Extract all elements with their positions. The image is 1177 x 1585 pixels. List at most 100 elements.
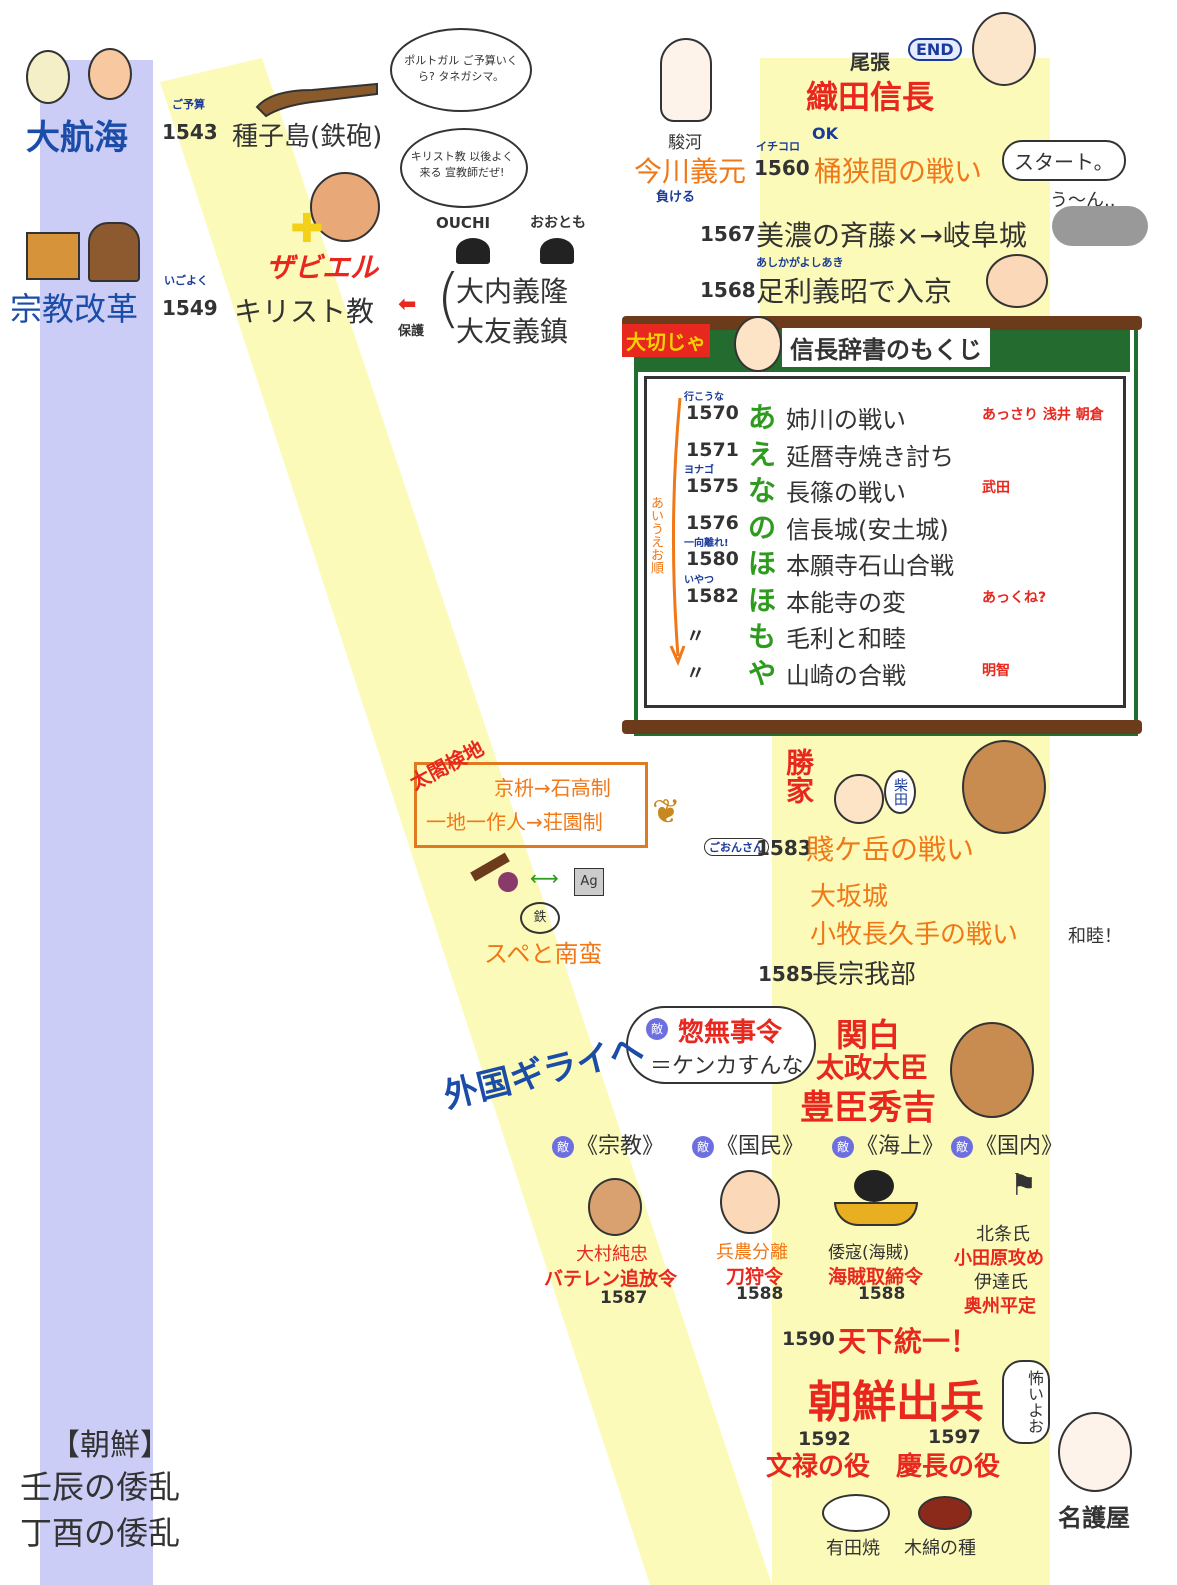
index-kana: ほ [748, 583, 777, 617]
index-event: 本能寺の変 [786, 588, 906, 617]
year-1583-ruby: ごおんさん [704, 838, 769, 856]
fear-bubble: 怖いよお [1002, 1360, 1050, 1444]
hideyoshi-court-avatar [950, 1022, 1034, 1118]
age-of-discovery-label: 大航海 [26, 118, 128, 158]
missionary-avatar [588, 1178, 642, 1236]
kenka-text: ＝ケンカすんな [650, 1054, 804, 1079]
index-year: 1580 [686, 548, 739, 570]
enemy-sea: 《海上》 [856, 1134, 945, 1159]
edict-4-sub: 北条氏 [976, 1224, 1030, 1245]
index-year: 〃 [686, 661, 706, 684]
enemy-domestic: 《国内》 [975, 1134, 1064, 1159]
katsuie-label: 勝家 [782, 748, 815, 804]
index-year: 1575 [686, 475, 739, 497]
edict-2-sub: 兵農分離 [716, 1242, 788, 1263]
index-kana: ほ [748, 547, 777, 580]
daimyo-head-2 [540, 238, 574, 264]
portugal-speech-bubble [390, 28, 532, 112]
cotton-label: 木綿の種 [904, 1538, 976, 1559]
year-1590: 1590 [782, 1328, 835, 1350]
edict-3-year: 1588 [858, 1284, 906, 1304]
aiueo-note: あいうえお順 [648, 496, 663, 574]
enemy-badge-sea: 敵 [832, 1136, 855, 1158]
ootomo-label: おおとも [530, 215, 586, 231]
taiko-box [414, 762, 648, 848]
taiko-line-2: 一地一作人→荘園制 [426, 810, 603, 834]
enemy-categories: 敵《宗教》 敵《国民》 敵《海上》 敵《国内》 [552, 1128, 1063, 1160]
hideyoshi-monkey-avatar [962, 740, 1046, 834]
reformation-label: 宗教改革 [10, 290, 139, 328]
protect-arrow-icon: ⬅ [398, 292, 417, 317]
index-event: 姉川の戦い [786, 406, 906, 434]
imagawa-name: 今川義元 [634, 155, 747, 188]
index-note: 武田 [982, 480, 1010, 496]
hideyoshi-name: 豊臣秀吉 [800, 1088, 936, 1128]
index-kana: あ [748, 401, 777, 434]
edict-1-year: 1587 [600, 1288, 648, 1308]
xavier-speech-text: キリスト教 以後よく来る 宣教師だぜ! [410, 150, 514, 179]
index-row: 1571 え延暦寺焼き討ち [682, 435, 1102, 471]
wabok-label: 和睦！ [1068, 926, 1122, 947]
index-kana: え [748, 437, 777, 471]
protect-label: 保護 [398, 324, 425, 339]
start-bubble: スタート。 [1002, 140, 1126, 181]
enemy-people: 《国民》 [716, 1134, 805, 1159]
imagawa-avatar [660, 38, 712, 122]
chosokabe-text: 長宗我部 [812, 960, 917, 990]
edict-1-sub: 大村純忠 [576, 1244, 648, 1265]
index-note: あっさり 浅井 朝倉 [982, 407, 1104, 423]
year-1592: 1592 [798, 1428, 851, 1450]
daimyo-head-1 [456, 238, 490, 264]
end-badge: END [908, 38, 962, 61]
scroll-nobunaga-avatar [734, 316, 782, 372]
index-event: 信長城(安土城) [786, 515, 949, 544]
edict-4-title: 小田原攻め [954, 1248, 1044, 1269]
imjin-war: 壬辰の倭乱 [20, 1468, 181, 1506]
nagoya-label: 名護屋 [1058, 1504, 1130, 1532]
index-year: 〃 [686, 625, 706, 647]
index-year-ruby: 行こうな [684, 392, 724, 403]
year-1568: 1568 [700, 278, 756, 302]
scroll-title: 信長辞書のもくじ [782, 328, 990, 367]
index-event: 本願寺石山合戦 [786, 552, 954, 580]
enemy-badge-religion: 敵 [552, 1136, 574, 1158]
taiko-line-1: 京枡→石高制 [494, 776, 611, 800]
unification-text: 天下統一！ [838, 1325, 979, 1358]
index-event: 毛利と和睦 [786, 625, 906, 653]
suruga-label: 駿河 [668, 133, 702, 153]
year-1585: 1585 [758, 962, 814, 986]
index-row: 〃や山崎の合戦明智 [682, 654, 1102, 690]
index-year: 1582 [686, 584, 739, 607]
xavier-name: ザビエル [266, 251, 379, 284]
okehazama-text: 桶狭間の戦い [814, 155, 983, 188]
shibata-label: 柴田 [884, 770, 916, 814]
scroll-paper [644, 376, 1126, 708]
owari-label: 尾張 [850, 50, 890, 74]
index-event: 長篠の戦い [786, 479, 906, 507]
year-1560-ruby: イチコロ [756, 140, 800, 153]
sobuji-enemy-badge: 敵 [646, 1018, 670, 1040]
daimyo-ootomo: 大友義鎮 [456, 315, 569, 348]
arita-label: 有田焼 [826, 1538, 880, 1559]
index-kana: も [748, 620, 777, 653]
index-event: 延暦寺焼き討ち [786, 442, 954, 471]
jeongyu-war: 丁酉の倭乱 [20, 1514, 181, 1552]
year-1567: 1567 [700, 222, 756, 246]
index-year: 1571 [686, 438, 739, 461]
rice-icon: ❦ [652, 792, 681, 832]
ok-label: OK [812, 124, 838, 143]
index-row: 〃 も毛利と和睦 [682, 617, 1102, 653]
ashikaga-text: 足利義昭で入京 [756, 275, 953, 308]
ouchi-label: OUCHI [436, 214, 491, 232]
year-1597: 1597 [928, 1426, 981, 1448]
index-kana: や [748, 656, 777, 690]
year-1543: 1543 [162, 120, 218, 144]
xavier-speech-bubble [400, 128, 528, 208]
year-1560: 1560 [754, 156, 810, 180]
tanegashima-text: 種子島(鉄砲) [232, 122, 383, 152]
scroll-stamp: 大切じゃ [622, 324, 710, 357]
